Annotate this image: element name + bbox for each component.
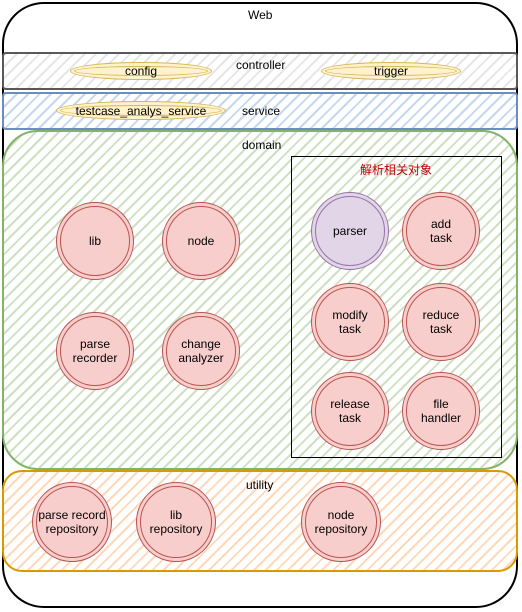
parse-recorder-component-label: parse recorder	[72, 337, 118, 365]
add-task-component[interactable]: add task	[402, 192, 480, 270]
change-analyzer-component[interactable]: change analyzer	[162, 312, 240, 390]
add-task-component-label: add task	[429, 217, 452, 245]
testcase-analys-service-node[interactable]: testcase_analys_service	[56, 101, 226, 120]
parser-component-label: parser	[332, 224, 367, 238]
parser-component[interactable]: parser	[311, 192, 389, 270]
node-repository-component[interactable]: node repository	[301, 482, 381, 562]
service-layer	[2, 92, 518, 130]
lib-component[interactable]: lib	[56, 202, 134, 280]
lib-repository-component[interactable]: lib repository	[136, 482, 216, 562]
reduce-task-component[interactable]: reduce task	[402, 283, 480, 361]
controller-label: controller	[236, 58, 286, 72]
parse-objects-group-title: 解析相关对象	[360, 163, 433, 177]
reduce-task-component-label: reduce task	[422, 308, 460, 336]
parse-record-repository-component[interactable]: parse record repository	[32, 482, 112, 562]
file-handler-component-label: file handler	[420, 397, 462, 425]
web-label: Web	[248, 8, 273, 22]
lib-repository-label: lib repository	[149, 508, 203, 536]
modify-task-component-label: modify task	[332, 308, 368, 336]
trigger-node[interactable]: trigger	[321, 62, 461, 80]
domain-label: domain	[242, 138, 282, 152]
change-analyzer-component-label: change analyzer	[178, 337, 224, 365]
service-label: service	[242, 104, 281, 118]
file-handler-component[interactable]: file handler	[402, 372, 480, 450]
utility-label: utility	[246, 478, 274, 492]
modify-task-component[interactable]: modify task	[311, 283, 389, 361]
release-task-component[interactable]: release task	[311, 372, 389, 450]
parse-record-repository-label: parse record repository	[38, 508, 106, 536]
config-node[interactable]: config	[70, 62, 212, 80]
parse-recorder-component[interactable]: parse recorder	[56, 312, 134, 390]
parse-objects-group	[291, 156, 502, 458]
node-component[interactable]: node	[162, 202, 240, 280]
trigger-node-label: trigger	[373, 64, 408, 78]
node-component-label: node	[187, 234, 215, 248]
config-node-label: config	[124, 64, 158, 78]
release-task-component-label: release task	[330, 397, 370, 425]
lib-component-label: lib	[88, 234, 101, 248]
testcase-analys-service-label: testcase_analys_service	[75, 103, 207, 118]
node-repository-label: node repository	[314, 508, 368, 536]
